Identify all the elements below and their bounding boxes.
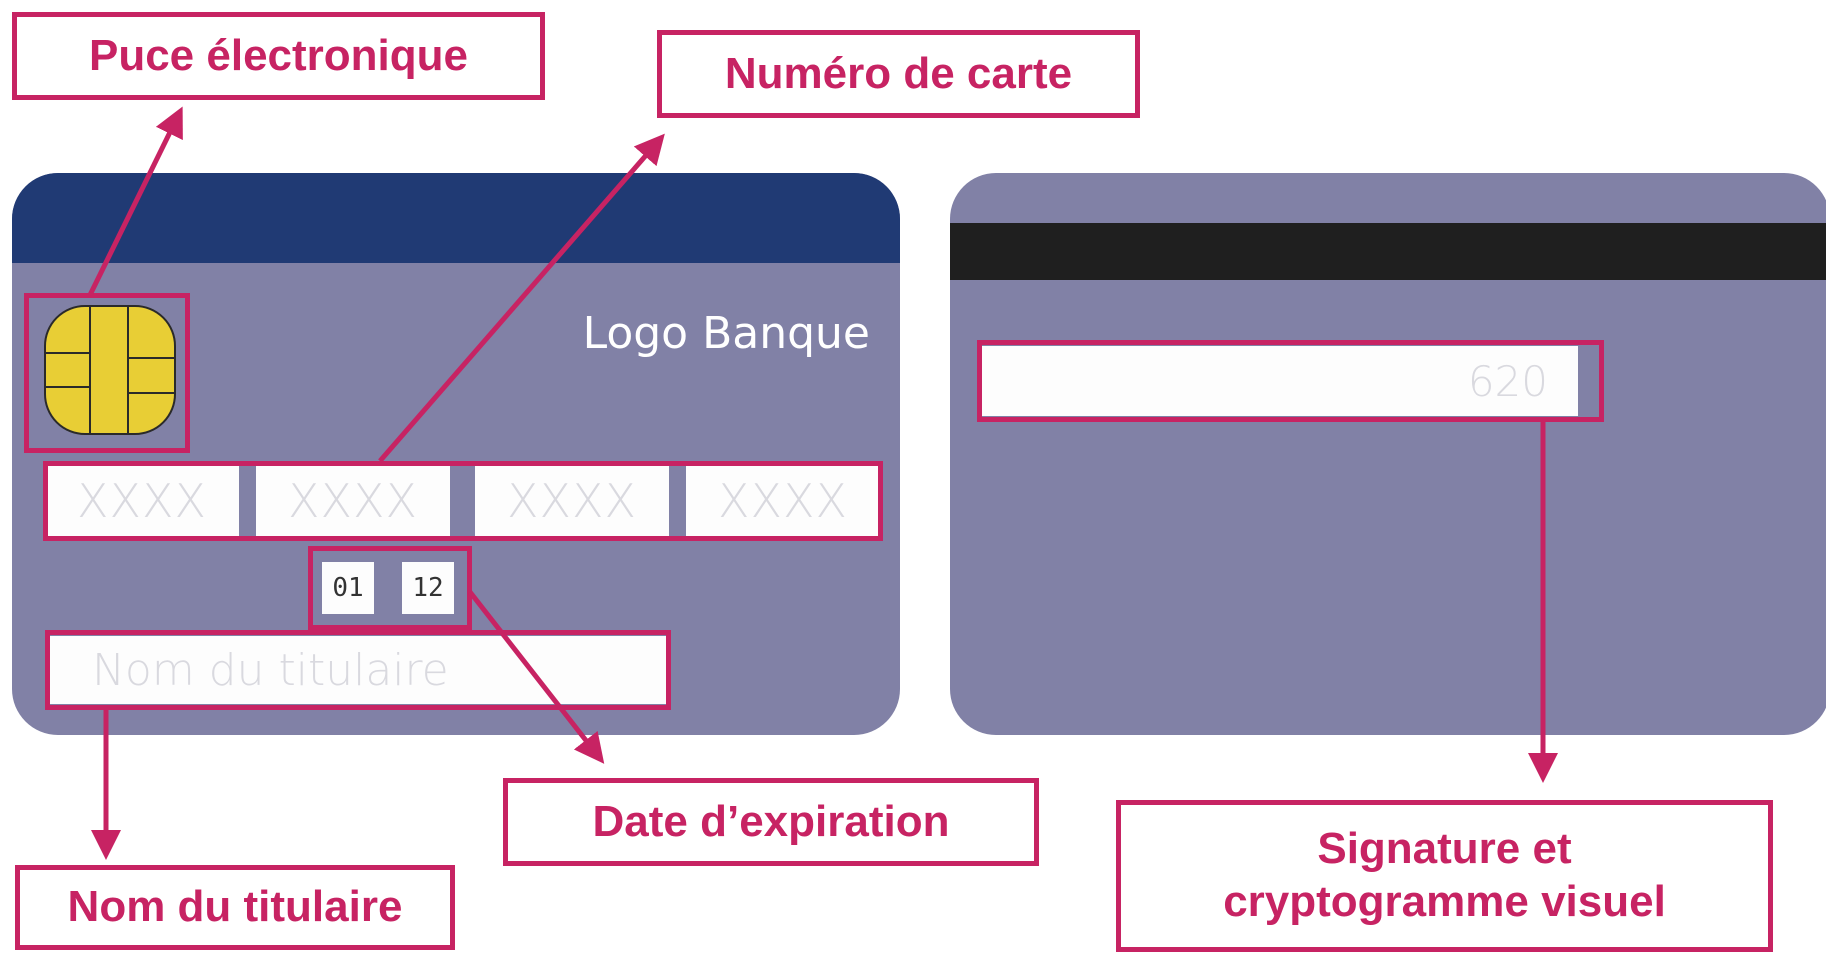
signature-label: Signature et cryptogramme visuel <box>1116 800 1773 952</box>
card-number-label: Numéro de carte <box>657 30 1140 118</box>
card-number-highlight <box>43 461 883 541</box>
card-number-group: XXXX <box>45 466 239 536</box>
expiry-month: 01 <box>322 562 374 614</box>
card-number-group: XXXX <box>475 466 669 536</box>
bank-logo: Logo Banque <box>582 308 870 359</box>
holder-name-field: Nom du titulaire <box>50 636 670 704</box>
expiry-arrow <box>468 590 605 764</box>
card-top-band <box>12 173 900 263</box>
expiry-highlight <box>308 546 472 630</box>
card-back: 620 <box>950 173 1826 735</box>
card-front: Logo Banque XXXX XXXX XXXX XXXX 01 12 No… <box>12 173 900 735</box>
signature-highlight <box>977 340 1604 422</box>
holder-label: Nom du titulaire <box>15 865 455 950</box>
chip-highlight <box>24 293 190 453</box>
card-number-group: XXXX <box>686 466 880 536</box>
card-number-arrow <box>378 133 665 463</box>
signature-label-line1: Signature et <box>1317 824 1572 874</box>
signature-label-line2: cryptogramme visuel <box>1223 877 1666 926</box>
holder-name-highlight <box>45 630 671 710</box>
chip-label: Puce électronique <box>12 12 545 100</box>
expiry-label: Date d’expiration <box>503 778 1039 866</box>
chip-arrow <box>87 106 183 297</box>
expiry-year: 12 <box>402 562 454 614</box>
chip-icon <box>44 305 176 435</box>
card-number-group: XXXX <box>256 466 450 536</box>
magnetic-stripe <box>950 223 1826 280</box>
signature-strip: 620 <box>978 346 1578 416</box>
